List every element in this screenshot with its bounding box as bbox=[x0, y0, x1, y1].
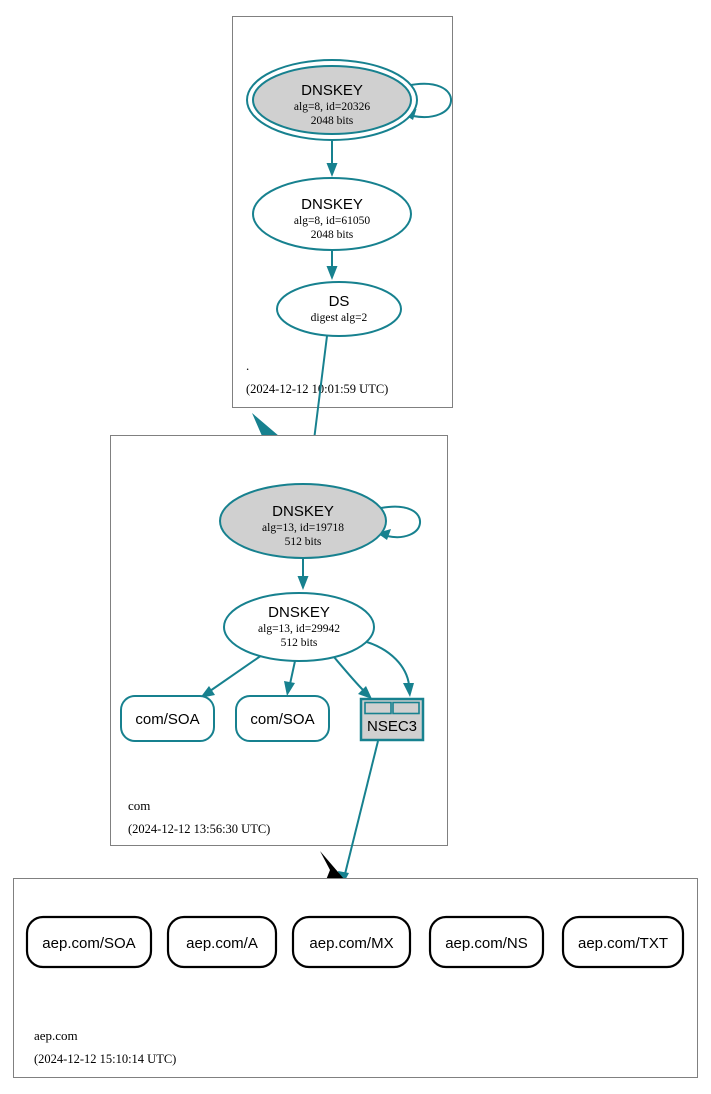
node-key-size: 512 bits bbox=[285, 536, 322, 548]
node-title: DS bbox=[329, 293, 350, 310]
dnskey-ellipse bbox=[219, 483, 387, 559]
rrset-com-soa-2[interactable]: com/SOA bbox=[235, 695, 330, 742]
node-com-dnskey-29942[interactable]: DNSKEY alg=13, id=29942 512 bits bbox=[223, 592, 375, 662]
edge-com-zsk-to-soa-1 bbox=[200, 654, 263, 698]
rrset-aep-com-txt[interactable]: aep.com/TXT bbox=[561, 915, 685, 969]
edge-com-zsk-to-soa-2 bbox=[284, 660, 296, 696]
rrset-box bbox=[25, 915, 153, 969]
rrset-label: aep.com/A bbox=[186, 935, 258, 952]
ds-ellipse bbox=[276, 281, 402, 337]
node-key-size: 2048 bits bbox=[311, 115, 354, 127]
rrset-label: aep.com/MX bbox=[309, 935, 393, 952]
edge-root-ksk-to-zsk bbox=[326, 137, 338, 177]
rrset-box bbox=[235, 695, 330, 742]
rrset-aep-com-soa[interactable]: aep.com/SOA bbox=[25, 915, 153, 969]
zone-root-name: . bbox=[246, 358, 249, 373]
rrset-aep-com-ns[interactable]: aep.com/NS bbox=[428, 915, 545, 969]
node-key-size: 2048 bits bbox=[311, 229, 354, 241]
node-title: DNSKEY bbox=[272, 503, 334, 520]
edge-com-zsk-to-nsec3-b bbox=[359, 639, 414, 697]
rrset-com-soa-1[interactable]: com/SOA bbox=[120, 695, 215, 742]
rrset-box bbox=[428, 915, 545, 969]
rrset-box bbox=[120, 695, 215, 742]
dnskey-ellipse bbox=[252, 65, 412, 135]
rrset-box bbox=[166, 915, 278, 969]
node-com-dnskey-19718[interactable]: DNSKEY alg=13, id=19718 512 bits bbox=[219, 483, 387, 559]
edge-com-zsk-to-nsec3-a bbox=[333, 656, 372, 699]
zone-aep-com: aep.com/SOA aep.com/A aep.com/MX aep.com… bbox=[13, 878, 698, 1078]
node-alg-id: alg=13, id=29942 bbox=[258, 623, 340, 635]
rrset-com-nsec3[interactable]: NSEC3 bbox=[359, 697, 425, 742]
node-root-ds[interactable]: DS digest alg=2 bbox=[276, 281, 402, 337]
node-title: DNSKEY bbox=[268, 604, 330, 621]
delegation-com-to-aep bbox=[320, 851, 350, 886]
node-title: DNSKEY bbox=[301, 82, 363, 99]
rrset-label: aep.com/TXT bbox=[578, 935, 668, 952]
rrset-label: com/SOA bbox=[250, 711, 314, 728]
rrset-aep-com-mx[interactable]: aep.com/MX bbox=[291, 915, 412, 969]
rrset-box bbox=[291, 915, 412, 969]
node-title: DNSKEY bbox=[301, 196, 363, 213]
rrset-aep-com-a[interactable]: aep.com/A bbox=[166, 915, 278, 969]
node-alg-id: alg=8, id=61050 bbox=[294, 215, 370, 227]
zone-root: DNSKEY alg=8, id=20326 2048 bits DNSKEY … bbox=[232, 16, 453, 408]
node-alg-id: alg=13, id=19718 bbox=[262, 522, 344, 534]
node-alg-id: alg=8, id=20326 bbox=[294, 101, 370, 113]
dnskey-ellipse bbox=[252, 177, 412, 251]
zone-root-timestamp: (2024-12-12 10:01:59 UTC) bbox=[246, 382, 388, 396]
node-root-dnskey-20326[interactable]: DNSKEY alg=8, id=20326 2048 bits bbox=[246, 59, 418, 141]
rrset-label: aep.com/SOA bbox=[42, 935, 135, 952]
edge-com-ksk-self-loop bbox=[377, 505, 422, 540]
rrset-box bbox=[561, 915, 685, 969]
edge-root-zsk-to-ds bbox=[326, 251, 338, 280]
zone-com-timestamp: (2024-12-12 13:56:30 UTC) bbox=[128, 822, 270, 836]
node-digest-alg: digest alg=2 bbox=[311, 312, 368, 324]
zone-aep-com-box bbox=[13, 878, 698, 1078]
zone-com-name: com bbox=[128, 798, 150, 813]
zone-aep-com-timestamp: (2024-12-12 15:10:14 UTC) bbox=[34, 1052, 176, 1066]
edge-com-ksk-to-zsk bbox=[297, 558, 309, 590]
dnskey-ellipse bbox=[223, 592, 375, 662]
zone-com: DNSKEY alg=13, id=19718 512 bits DNSKEY … bbox=[110, 435, 448, 846]
node-root-dnskey-61050[interactable]: DNSKEY alg=8, id=61050 2048 bits bbox=[252, 177, 412, 251]
rrset-label: aep.com/NS bbox=[445, 935, 528, 952]
nsec3-header-cell-left bbox=[364, 701, 392, 715]
rrset-label: com/SOA bbox=[135, 711, 199, 728]
node-key-size: 512 bits bbox=[281, 637, 318, 649]
nsec3-label: NSEC3 bbox=[367, 718, 417, 735]
zone-aep-com-name: aep.com bbox=[34, 1028, 78, 1043]
nsec3-header-cell-right bbox=[392, 701, 420, 715]
